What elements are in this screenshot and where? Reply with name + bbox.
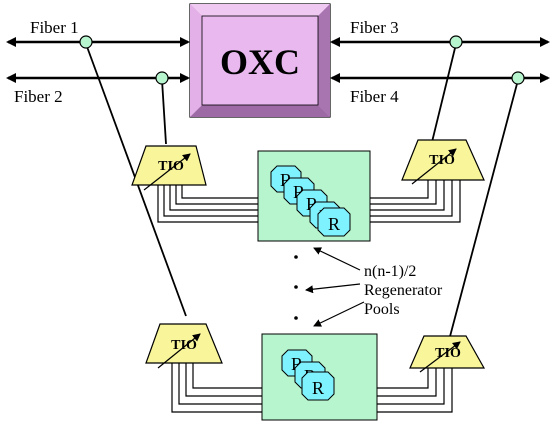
regenerator-card [317,207,351,237]
pool-ellipsis [294,255,298,320]
bundle-bl-2 [178,363,262,405]
regenerator-stack-top: R R R R R [270,165,351,237]
regenerator-pool-top: R R R R R [257,150,371,242]
annotation-arrow-2 [305,283,361,294]
bundle-tr-2 [370,180,437,205]
oxc-box: OXC [189,3,331,118]
connection-bundles [157,180,461,413]
oxc-label: OXC [220,42,300,82]
bundle-tr-3 [370,180,445,211]
tio-label: TIO [158,159,184,174]
tio-label: TIO [435,346,461,361]
regenerator-stack-bottom: R R R [281,349,335,401]
annotation-regenerator: Regenerator [364,282,443,299]
fiber-4-label: Fiber 4 [350,87,399,106]
fiber-3-label: Fiber 3 [350,18,399,37]
tap-points [79,35,525,85]
annotation-arrow-1 [313,247,361,271]
tio-tunable-arrow [157,333,201,369]
bundle-br-4 [377,368,453,413]
oxc-bevel-bottom [190,105,330,117]
fiber-1-label: Fiber 1 [30,18,79,37]
tap-line-fiber2 [161,79,167,145]
fiber-2-label: Fiber 2 [14,87,63,106]
bundle-br-1 [377,368,429,389]
bundle-tl-4 [175,185,258,205]
bundle-br-2 [377,368,437,397]
oxc-bevel-top [190,4,330,16]
tio-top-right: TIO [401,139,485,185]
bundle-bl-4 [192,363,262,389]
regenerator-card [301,371,335,401]
bundle-tl-1 [157,185,258,223]
ellipsis-dot [294,285,298,289]
annotation-pools: Pools [364,301,400,318]
oxc-bevel-right [318,4,330,117]
regenerator-label: R [328,214,340,234]
tio-tunable-arrow [411,148,457,185]
ellipsis-dot [294,255,298,259]
tap-point-fiber3 [449,35,463,49]
pool-bottom-box [261,333,378,421]
regenerator-pool-bottom: R R R [261,333,378,421]
bundle-tr-4 [370,180,453,217]
tio-tunable-arrow [419,341,461,373]
tio-top-left: TIO [131,145,207,191]
annotation-arrows [305,247,365,327]
oxc-face [201,15,319,106]
bundle-br-3 [377,368,445,405]
bundle-tl-3 [169,185,258,211]
bundle-tl-5 [181,185,258,199]
tap-point-fiber4 [511,71,525,85]
tap-point-fiber1 [79,35,93,49]
regenerator-label: R [312,378,324,398]
bundle-bl-1 [171,363,262,413]
bundle-tr-5 [370,180,461,223]
tap-line-fiber3 [431,43,457,143]
oxc-bevel-left [190,4,202,117]
bundle-tl-2 [163,185,258,217]
annotation-arrow-3 [313,301,365,327]
tio-tunable-arrow [143,153,191,191]
ellipsis-dot [294,316,298,320]
tap-point-fiber2 [155,71,169,85]
bundle-bl-3 [185,363,262,397]
tio-bottom-left: TIO [145,323,223,369]
annotation-count: n(n-1)/2 [364,263,416,280]
tap-line-fiber4 [447,79,519,345]
bundle-tr-1 [370,180,429,199]
tio-bottom-right: TIO [409,335,486,373]
tio-shape [145,323,223,364]
